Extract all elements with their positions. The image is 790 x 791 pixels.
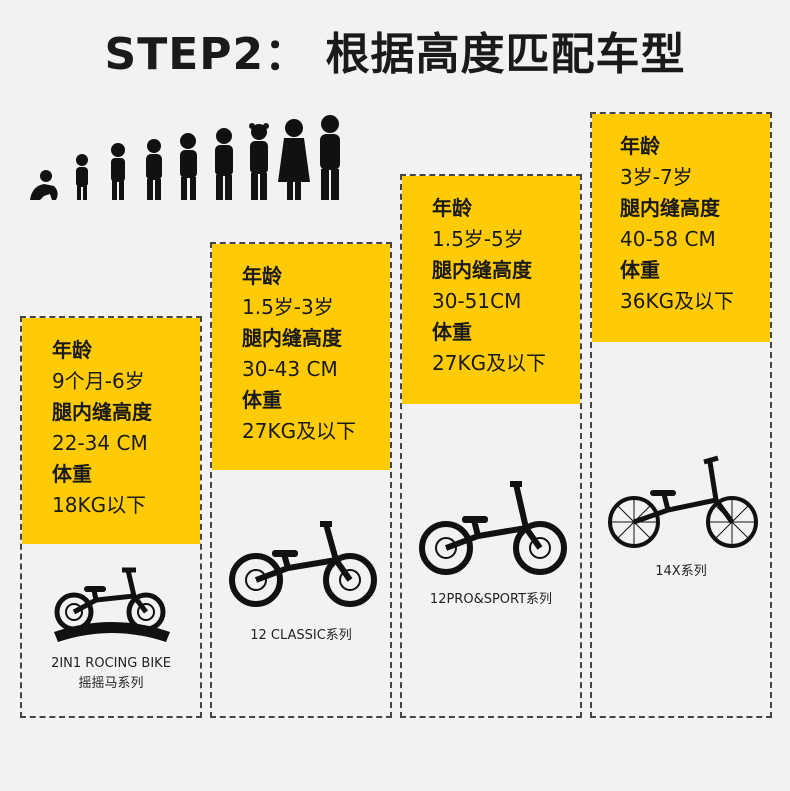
inseam-value: 30-43 CM <box>242 357 338 381</box>
size-card-pro-sport: 年龄 1.5岁-5岁 腿内缝高度 30-51CM 体重 27KG及以下 12PR… <box>400 174 582 718</box>
age-value: 3岁-7岁 <box>620 165 693 189</box>
balance-bike-icon <box>419 481 567 575</box>
spec-panel: 年龄 3岁-7岁 腿内缝高度 40-58 CM 体重 36KG及以下 <box>592 114 770 342</box>
inseam-value: 40-58 CM <box>620 227 716 251</box>
spoked-bike-icon <box>608 455 758 548</box>
age-label: 年龄 <box>620 134 660 158</box>
model-name: 12 CLASSIC系列 <box>250 628 352 643</box>
age-label: 年龄 <box>52 338 92 362</box>
weight-label: 体重 <box>432 320 472 344</box>
model-caption: 12 CLASSIC系列 <box>212 626 390 646</box>
inseam-label: 腿内缝高度 <box>432 258 532 282</box>
age-value: 1.5岁-3岁 <box>242 295 334 319</box>
weight-label: 体重 <box>620 258 660 282</box>
child-silhouettes-icon <box>30 115 340 200</box>
weight-value: 27KG及以下 <box>242 419 357 443</box>
model-name: 2IN1 ROCING BIKE <box>51 656 171 671</box>
weight-value: 18KG以下 <box>52 493 147 517</box>
weight-value: 36KG及以下 <box>620 289 735 313</box>
inseam-label: 腿内缝高度 <box>242 326 342 350</box>
weight-label: 体重 <box>242 388 282 412</box>
age-label: 年龄 <box>242 264 282 288</box>
model-name: 12PRO&SPORT系列 <box>429 592 553 607</box>
spec-panel: 年龄 9个月-6岁 腿内缝高度 22-34 CM 体重 18KG以下 <box>22 318 200 544</box>
age-value: 1.5岁-5岁 <box>432 227 524 251</box>
weight-label: 体重 <box>52 462 92 486</box>
model-name: 14X系列 <box>655 564 707 579</box>
size-card-rocking: 年龄 9个月-6岁 腿内缝高度 22-34 CM 体重 18KG以下 2IN1 … <box>20 316 202 718</box>
spec-panel: 年龄 1.5岁-3岁 腿内缝高度 30-43 CM 体重 27KG及以下 <box>212 244 390 470</box>
model-caption: 12PRO&SPORT系列 <box>402 590 580 610</box>
spec-panel: 年龄 1.5岁-5岁 腿内缝高度 30-51CM 体重 27KG及以下 <box>402 176 580 404</box>
inseam-label: 腿内缝高度 <box>52 400 152 424</box>
model-caption: 14X系列 <box>592 562 770 582</box>
page-title: STEP2： 根据高度匹配车型 <box>104 29 686 80</box>
inseam-value: 22-34 CM <box>52 431 148 455</box>
age-value: 9个月-6岁 <box>52 369 145 393</box>
size-card-14x: 年龄 3岁-7岁 腿内缝高度 40-58 CM 体重 36KG及以下 14X系列 <box>590 112 772 718</box>
balance-bike-icon <box>229 521 377 607</box>
rocking-bike-icon <box>54 567 170 642</box>
inseam-label: 腿内缝高度 <box>620 196 720 220</box>
model-caption: 2IN1 ROCING BIKE 摇摇马系列 <box>22 654 200 694</box>
inseam-value: 30-51CM <box>432 289 522 313</box>
age-label: 年龄 <box>432 196 472 220</box>
size-card-classic: 年龄 1.5岁-3岁 腿内缝高度 30-43 CM 体重 27KG及以下 12 … <box>210 242 392 718</box>
weight-value: 27KG及以下 <box>432 351 547 375</box>
model-series: 摇摇马系列 <box>78 676 144 691</box>
